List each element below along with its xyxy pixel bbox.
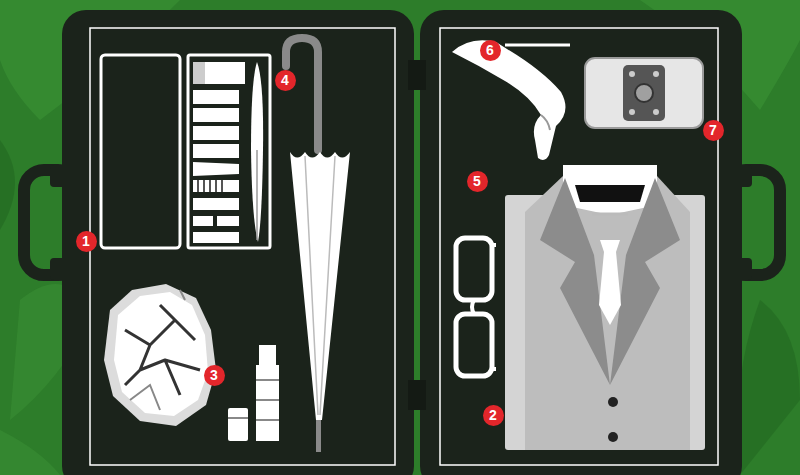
- crumpled-paper-part: [114, 292, 208, 416]
- tool-kit-part: [217, 216, 239, 226]
- folded-suit-part: [525, 176, 690, 450]
- callout-number: 5: [467, 171, 488, 192]
- folded-suit-part: [600, 240, 620, 252]
- folded-suit: [505, 165, 705, 450]
- eyeglasses: [456, 238, 496, 376]
- tool-kit: [101, 55, 270, 248]
- tool-kit-part: [193, 62, 205, 84]
- eyeglasses-part: [492, 245, 496, 369]
- leafy-background-part: [738, 300, 800, 475]
- high-heel-shoe-part: [452, 40, 565, 160]
- tool-kit-part: [193, 90, 239, 104]
- flashlight-part: [259, 345, 276, 365]
- flashlight-part: [256, 365, 279, 441]
- umbrella-part: [316, 420, 321, 452]
- folded-suit-part: [592, 213, 628, 216]
- umbrella-part: [290, 152, 350, 420]
- tool-kit-part: [101, 55, 180, 248]
- tool-kit-part: [193, 180, 239, 192]
- tool-kit-part: [193, 144, 239, 158]
- umbrella-part: [286, 38, 318, 150]
- tool-kit-part: [193, 62, 245, 84]
- callout-number: 2: [483, 405, 504, 426]
- eyeglasses-part: [472, 300, 474, 314]
- crumpled-paper: [104, 284, 216, 426]
- tool-kit-part: [256, 150, 258, 240]
- tool-kit-part: [193, 108, 239, 122]
- crumpled-paper-part: [125, 305, 200, 395]
- device-case-part: [585, 58, 703, 128]
- device-case-part: [629, 71, 635, 77]
- eyeglasses-part: [456, 238, 492, 300]
- folded-suit-part: [563, 165, 657, 215]
- high-heel-shoe-part: [541, 115, 550, 130]
- crumpled-paper-part: [130, 290, 185, 410]
- callout-number: 6: [480, 40, 501, 61]
- tool-kit-part: [193, 232, 239, 243]
- device-case-part: [653, 109, 659, 115]
- crumpled-paper-part: [104, 284, 216, 426]
- case-shells-part: [440, 28, 718, 465]
- high-heel-shoe-part: [505, 44, 570, 47]
- high-heel-shoe: [452, 40, 570, 160]
- case-shells-part: [90, 28, 395, 465]
- folded-suit-part: [599, 252, 621, 325]
- device-case-part: [623, 65, 665, 121]
- case-shells-part: [420, 10, 742, 475]
- flashlight-part: [228, 408, 248, 441]
- tool-kit-part: [251, 62, 263, 242]
- tool-kit-part: [193, 162, 239, 176]
- tool-kit-part: [198, 180, 222, 192]
- folded-suit-part: [608, 432, 618, 442]
- tool-kit-part: [188, 55, 270, 248]
- umbrella-part: [305, 156, 335, 415]
- callout-number: 7: [703, 120, 724, 141]
- tool-kit-part: [193, 216, 213, 226]
- folded-suit-part: [610, 178, 680, 385]
- tool-kit-part: [193, 198, 239, 210]
- callout-number: 4: [275, 70, 296, 91]
- case-shells-part: [408, 380, 426, 410]
- flashlight-part: [228, 417, 248, 419]
- flashlight: [228, 345, 279, 441]
- folded-suit-part: [608, 397, 618, 407]
- device-case-part: [653, 71, 659, 77]
- tool-kit-part: [193, 126, 239, 140]
- callout-number: 3: [204, 365, 225, 386]
- umbrella: [286, 38, 350, 452]
- folded-suit-part: [540, 178, 610, 385]
- flashlight-part: [256, 380, 279, 420]
- device-case-part: [635, 84, 653, 102]
- case-shells-part: [408, 60, 426, 90]
- case-shells-part: [62, 10, 414, 475]
- eyeglasses-part: [456, 314, 492, 376]
- folded-suit-part: [575, 185, 645, 202]
- callout-number: 1: [76, 231, 97, 252]
- leafy-background-part: [0, 140, 15, 230]
- device-case: [585, 58, 703, 128]
- leafy-background-part: [0, 430, 60, 475]
- device-case-part: [629, 109, 635, 115]
- case-shells: [62, 10, 742, 475]
